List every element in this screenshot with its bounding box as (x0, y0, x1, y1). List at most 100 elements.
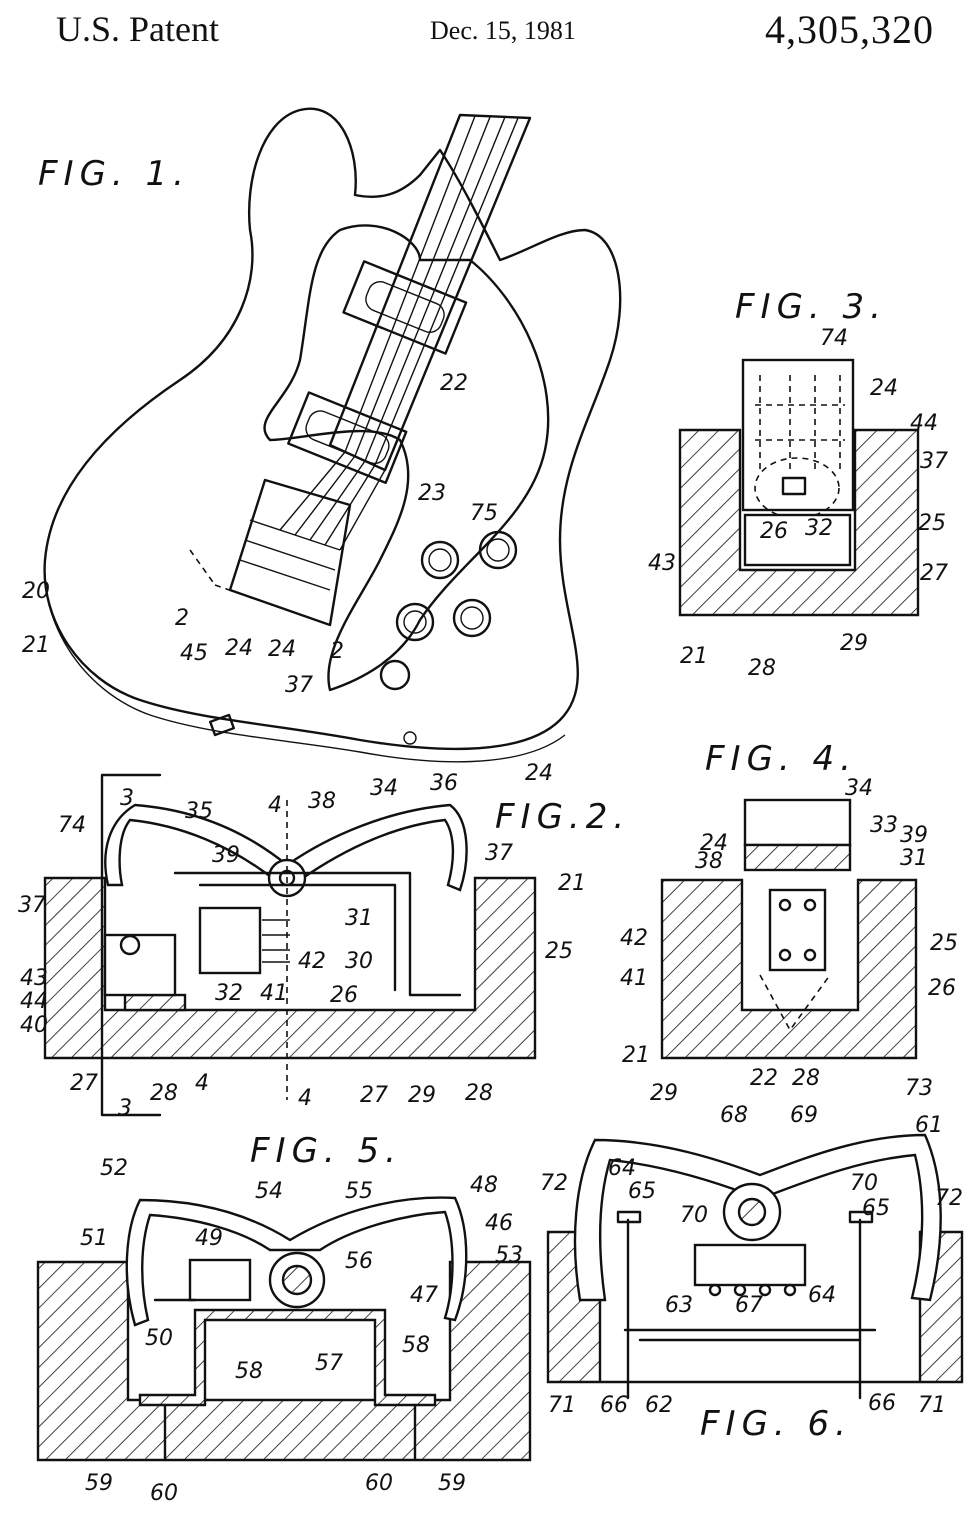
fig6-rocker-arm (573, 1133, 942, 1302)
ref-47: 47 (410, 1283, 438, 1308)
fig5-transducer (188, 1258, 252, 1302)
fig2-plate (123, 993, 187, 1012)
ref-24: 24 (870, 376, 898, 401)
patent-number: 4,305,320 (765, 7, 934, 52)
fig6-base-plate (623, 1328, 877, 1342)
ref-70: 70 (680, 1203, 708, 1228)
ref-27: 27 (70, 1071, 98, 1096)
fig4-arm-top (743, 798, 852, 847)
ref-50: 50 (145, 1326, 173, 1351)
fig4-section-drawing: FIG. 4. 34 33 24 39 38 31 42 25 41 26 21… (620, 739, 958, 1106)
ref-38: 38 (695, 849, 723, 874)
ref-61: 61 (915, 1113, 943, 1138)
fig6-screw-head (848, 1210, 874, 1224)
neck-pickup (342, 260, 468, 355)
fig2-frame-inner (198, 883, 397, 992)
fig6-screw-head (616, 1210, 642, 1224)
ref-75: 75 (470, 501, 498, 526)
ref-59: 59 (438, 1471, 466, 1496)
ref-24: 24 (700, 831, 728, 856)
fig4-arm-section (743, 843, 852, 872)
ref-35: 35 (185, 799, 213, 824)
ref-42: 42 (298, 949, 326, 974)
ref-4: 4 (195, 1071, 209, 1096)
jack-socket (403, 731, 417, 745)
ref-31: 31 (345, 906, 373, 931)
ref-44: 44 (20, 989, 48, 1014)
fig5-bracket (138, 1308, 437, 1407)
fig4-body-section (660, 878, 918, 1060)
ref-58: 58 (235, 1359, 263, 1384)
ref-65: 65 (862, 1196, 890, 1221)
bridge-pickup-coil (305, 410, 390, 465)
ref-69: 69 (790, 1103, 818, 1128)
strap-button (209, 713, 235, 737)
fig4-transducer (768, 888, 827, 972)
control-knob (478, 530, 518, 570)
ref-39: 39 (900, 823, 928, 848)
ref-21: 21 (22, 633, 50, 658)
fig3-section-drawing: FIG. 3. 74 24 44 37 43 26 32 25 27 21 28… (648, 287, 948, 681)
ref-4: 4 (298, 1086, 312, 1111)
fig3-body-section (678, 428, 920, 617)
ref-28: 28 (748, 656, 776, 681)
ref-3: 3 (120, 786, 134, 811)
fig3-pivot-pin (781, 476, 807, 496)
section-line-3 (100, 773, 162, 1117)
fig6-title: FIG. 6. (700, 1404, 852, 1444)
fig2-body-section (43, 876, 537, 1060)
ref-44: 44 (910, 411, 938, 436)
ref-21: 21 (680, 644, 708, 669)
ref-34: 34 (845, 776, 873, 801)
ref-60: 60 (150, 1481, 178, 1506)
ref-60: 60 (365, 1471, 393, 1496)
ref-27: 27 (920, 561, 948, 586)
ref-59: 59 (85, 1471, 113, 1496)
ref-30: 30 (345, 949, 373, 974)
ref-72: 72 (935, 1186, 963, 1211)
neck-pickup-coil (365, 281, 445, 333)
ref-66: 66 (868, 1391, 896, 1416)
fig1-guitar-drawing: FIG. 1. 20 21 22 23 75 2 45 (22, 107, 622, 763)
control-knob (420, 540, 460, 580)
ref-25: 25 (930, 931, 958, 956)
ref-24: 24 (225, 636, 253, 661)
ref-22: 22 (440, 371, 468, 396)
ref-49: 49 (195, 1226, 223, 1251)
fig2-frame (173, 871, 462, 997)
ref-2: 2 (175, 606, 189, 631)
patent-date: Dec. 15, 1981 (430, 16, 576, 45)
fig5-screws (163, 1403, 417, 1462)
ref-32: 32 (215, 981, 243, 1006)
ref-65: 65 (628, 1179, 656, 1204)
ref-73: 73 (905, 1076, 933, 1101)
fig2-terminals (262, 919, 290, 963)
neck-strings-upper (344, 115, 519, 466)
ref-27: 27 (360, 1083, 388, 1108)
ref-53: 53 (495, 1243, 523, 1268)
ref-28: 28 (150, 1081, 178, 1106)
ref-24: 24 (525, 761, 553, 786)
ref-33: 33 (870, 813, 898, 838)
ref-39: 39 (212, 843, 240, 868)
fig6-transducer (693, 1243, 807, 1287)
ref-43: 43 (20, 966, 48, 991)
fig2-section-drawing: FIG.2. 3 74 35 4 38 34 36 24 39 37 37 21… (18, 761, 630, 1121)
ref-31: 31 (900, 846, 928, 871)
ref-38: 38 (308, 789, 336, 814)
ref-57: 57 (315, 1351, 343, 1376)
fig6-section-drawing: FIG. 6. 68 69 73 61 72 64 65 70 70 65 72… (540, 1076, 964, 1444)
ref-41: 41 (620, 966, 648, 991)
fig1-title: FIG. 1. (38, 154, 190, 194)
ref-21: 21 (558, 871, 586, 896)
fig4-title: FIG. 4. (705, 739, 857, 779)
toggle-switch (379, 659, 411, 691)
guitar-body-outline (43, 107, 622, 751)
ref-21: 21 (622, 1043, 650, 1068)
control-knob (452, 598, 492, 638)
ref-56: 56 (345, 1249, 373, 1274)
patent-label: U.S. Patent (56, 9, 220, 49)
ref-3: 3 (118, 1096, 132, 1121)
fig2-title: FIG.2. (495, 797, 630, 837)
ref-63: 63 (665, 1293, 693, 1318)
